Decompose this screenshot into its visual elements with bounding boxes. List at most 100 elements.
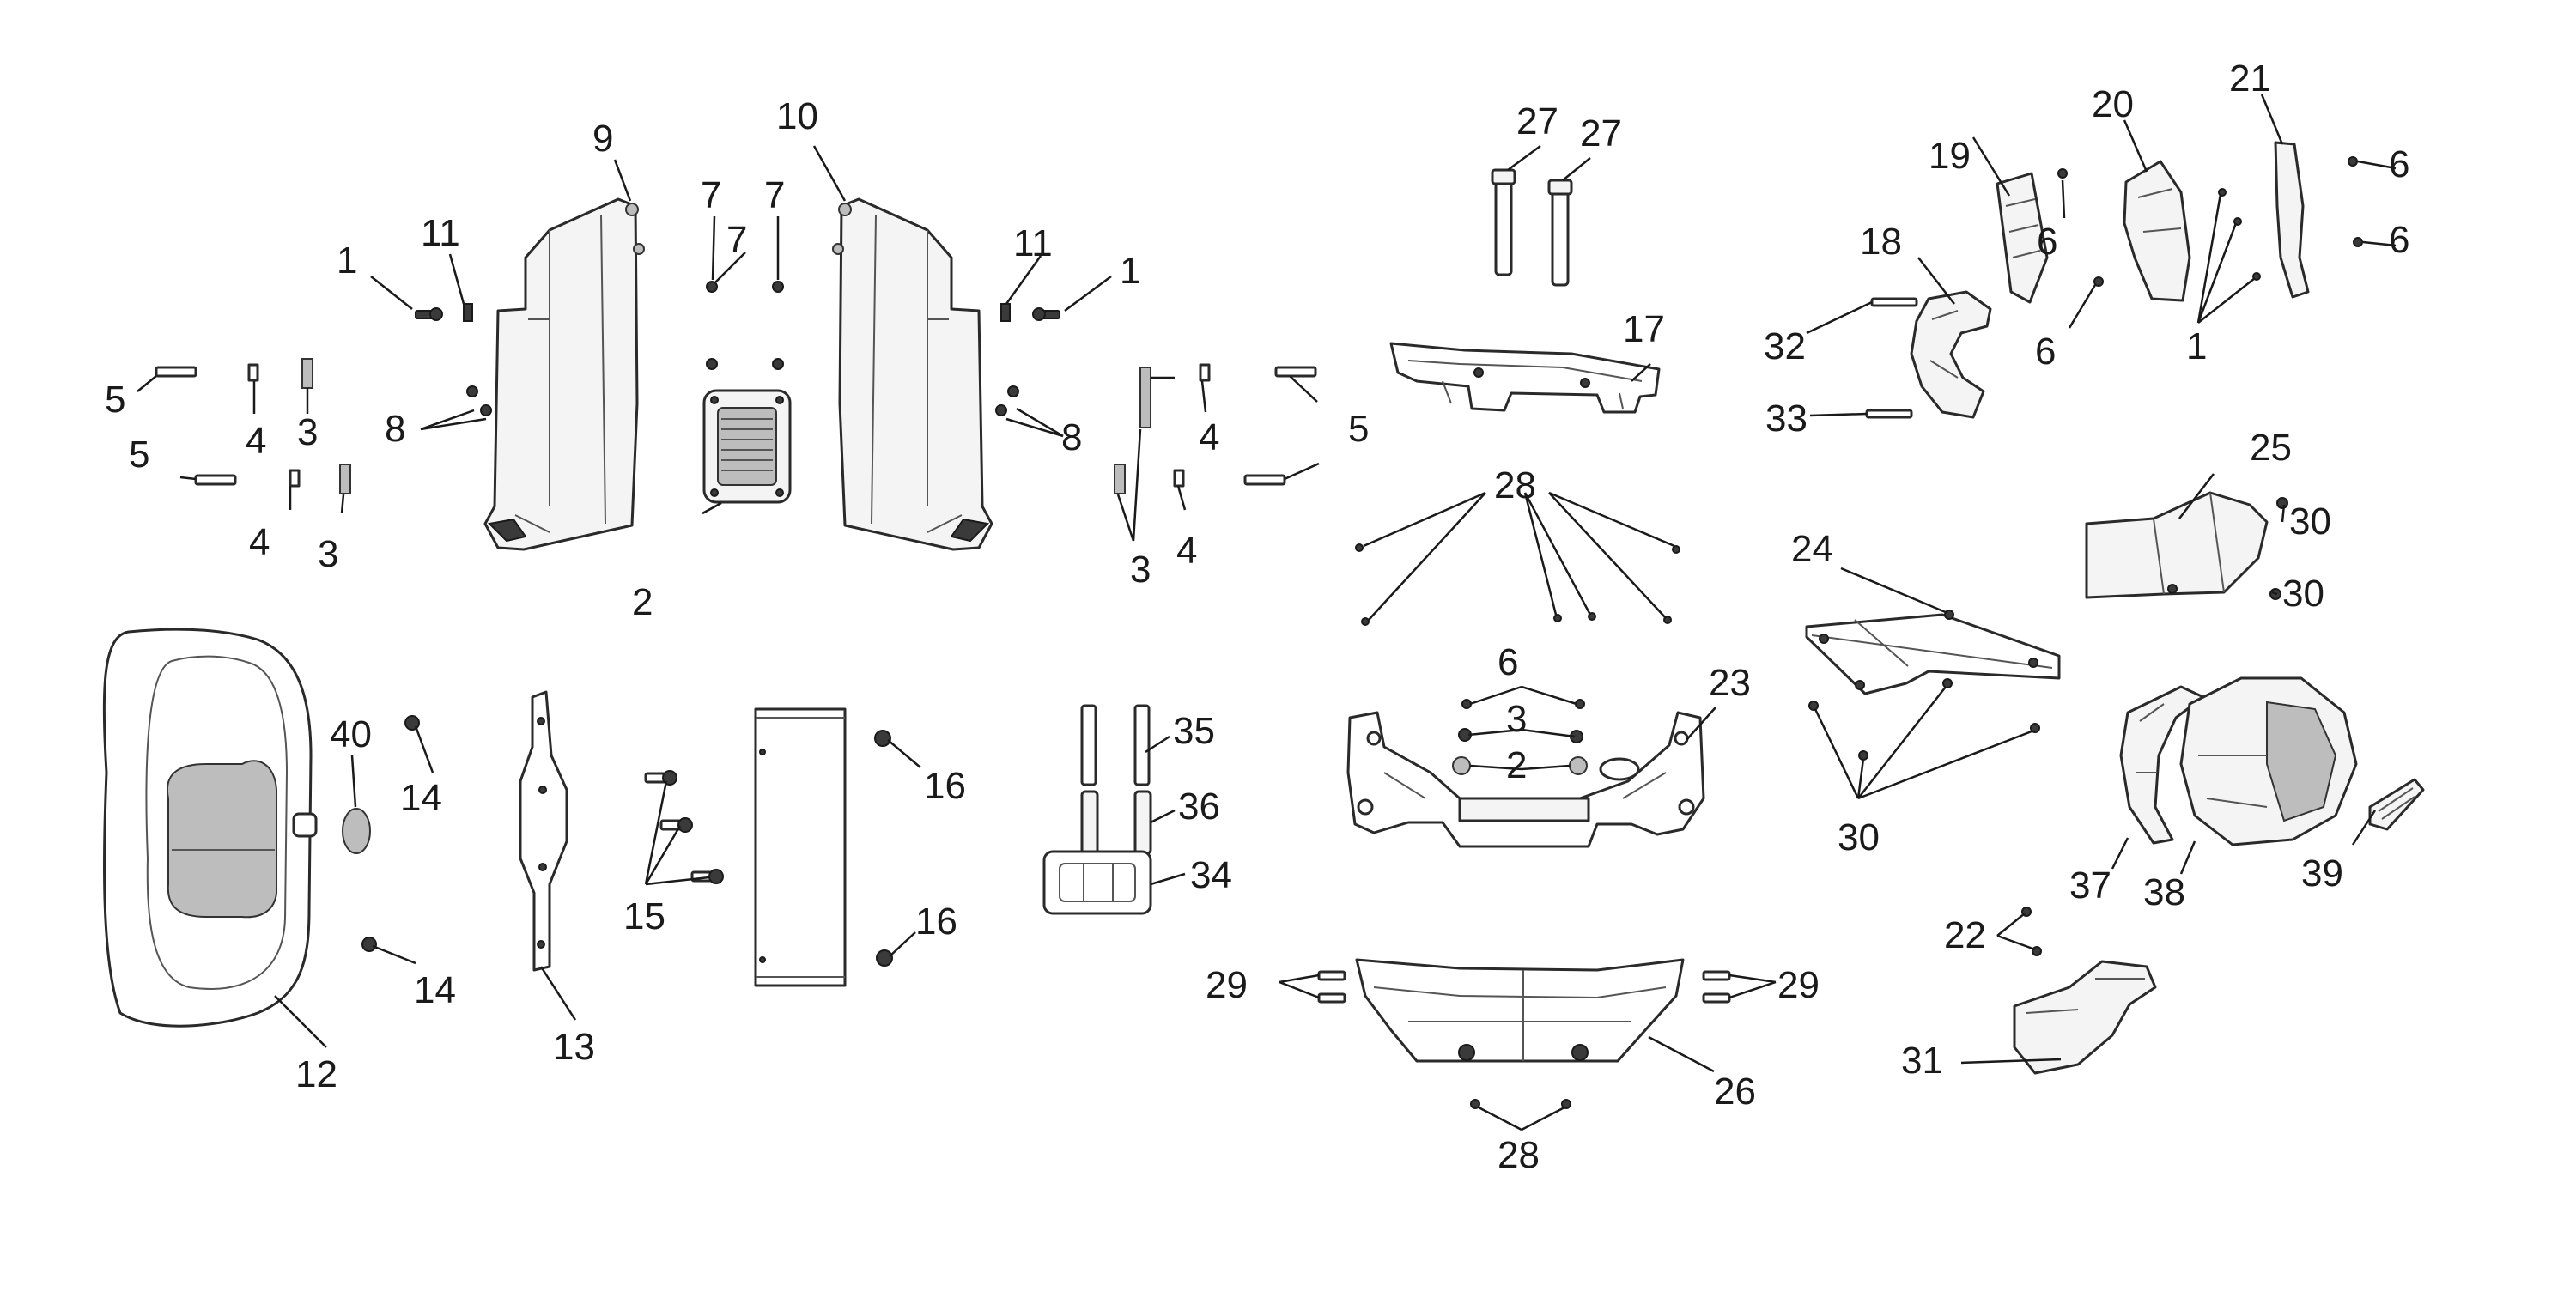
callout-1: 1	[1120, 250, 1140, 292]
guard-21	[2274, 141, 2310, 299]
screws-6-and-1	[2057, 156, 2363, 287]
callout-4: 4	[1176, 530, 1197, 572]
callout-35: 35	[1173, 710, 1215, 752]
clip-11-left	[463, 303, 473, 322]
wheel-cover-38	[2179, 676, 2358, 846]
callout-14: 14	[400, 777, 442, 819]
callout-39: 39	[2301, 852, 2343, 895]
centre-grille	[702, 389, 792, 504]
callout-25: 25	[2250, 427, 2292, 469]
callout-24: 24	[1791, 528, 1833, 570]
mount-34	[1042, 850, 1152, 915]
callout-14: 14	[414, 969, 456, 1011]
rod-35-a	[1080, 704, 1097, 786]
fastener-7-a	[706, 281, 718, 370]
callout-7: 7	[726, 219, 747, 261]
callout-16: 16	[915, 901, 957, 943]
callout-3: 3	[318, 533, 338, 575]
bracket-13	[519, 690, 568, 972]
spring-3-right-a	[1139, 367, 1151, 428]
parts-layer	[102, 141, 2425, 1109]
screw-30-lower	[1808, 678, 2040, 761]
callout-4: 4	[1199, 416, 1219, 458]
callout-15: 15	[623, 895, 665, 937]
screw-8-left	[466, 385, 492, 416]
sleeve-36-a	[1080, 790, 1099, 855]
callout-4: 4	[246, 420, 266, 462]
right-side-panel	[832, 197, 993, 551]
callout-22: 22	[1944, 914, 1986, 956]
callout-23: 23	[1709, 662, 1751, 704]
callout-1: 1	[2186, 325, 2207, 367]
screw-1-left	[415, 307, 443, 321]
spring-3-left-b	[339, 464, 351, 494]
callout-27: 27	[1516, 100, 1558, 143]
callout-18: 18	[1860, 221, 1902, 263]
spring-3-right-b	[1114, 464, 1126, 494]
callout-labels: 1 1 1 2 2 3 3 3 3 4 4 4 4 5 5 5 6 6 6 6 …	[105, 58, 2409, 1176]
callout-3: 3	[297, 411, 318, 453]
callout-2: 2	[632, 581, 653, 623]
callout-21: 21	[2229, 58, 2271, 100]
callout-37: 37	[2069, 864, 2111, 907]
callout-27: 27	[1580, 112, 1622, 155]
nut-16-a	[874, 730, 891, 747]
screw-8-right	[995, 385, 1019, 416]
guard-20	[2123, 160, 2191, 302]
bracket-31	[2013, 960, 2157, 1075]
callout-7: 7	[764, 174, 785, 216]
callout-28: 28	[1494, 464, 1536, 506]
clip-4-left-a	[247, 363, 259, 382]
bolt-5-right-a	[1274, 366, 1317, 378]
rear-panel	[102, 628, 318, 1028]
leader-lines	[137, 94, 2397, 1131]
bolt-5-left-a	[155, 366, 197, 378]
callout-33: 33	[1765, 397, 1807, 440]
screw-28-lower	[1470, 1099, 1571, 1109]
clip-4-right-b	[1173, 469, 1185, 488]
lens-40	[342, 808, 371, 854]
callout-26: 26	[1714, 1071, 1756, 1113]
post-27-a	[1491, 168, 1516, 276]
callout-8: 8	[1061, 416, 1082, 458]
callout-3: 3	[1506, 698, 1527, 740]
callout-38: 38	[2143, 871, 2185, 913]
callout-20: 20	[2092, 83, 2134, 125]
bolts-29-left	[1317, 970, 1346, 1004]
clip-4-right-a	[1199, 363, 1211, 382]
callout-6: 6	[1498, 641, 1518, 683]
bolt-15-b	[659, 817, 693, 833]
callout-5: 5	[1348, 408, 1369, 450]
screw-1-right	[1032, 307, 1060, 321]
callout-12: 12	[295, 1053, 337, 1095]
callout-5: 5	[105, 379, 125, 421]
bolts-29-right	[1702, 970, 1731, 1004]
front-frame-23	[1346, 711, 1705, 848]
sleeve-36-b	[1133, 790, 1152, 855]
crossmember-17	[1389, 342, 1661, 414]
callout-30: 30	[1838, 816, 1880, 858]
callout-6: 6	[2389, 143, 2409, 185]
fastener-7-b	[772, 281, 784, 370]
callout-9: 9	[592, 118, 613, 160]
callout-6: 6	[2035, 331, 2056, 373]
clip-11-right	[1000, 303, 1011, 322]
bolt-5-right-b	[1243, 474, 1286, 486]
callout-3: 3	[1130, 549, 1151, 591]
callout-1: 1	[337, 240, 357, 282]
flat-plate	[754, 707, 847, 987]
rod-35-b	[1133, 704, 1151, 786]
bolt-32	[1870, 297, 1918, 307]
callout-10: 10	[776, 95, 818, 137]
post-27-b	[1547, 179, 1573, 287]
callout-11: 11	[1013, 222, 1053, 264]
fender-bracket-18	[1910, 290, 1992, 419]
callout-11: 11	[421, 212, 460, 254]
callout-29: 29	[1777, 964, 1820, 1006]
reflector-39	[2368, 778, 2425, 831]
left-side-panel	[483, 197, 645, 551]
clip-4-left-b	[289, 469, 301, 488]
callout-31: 31	[1901, 1040, 1943, 1082]
